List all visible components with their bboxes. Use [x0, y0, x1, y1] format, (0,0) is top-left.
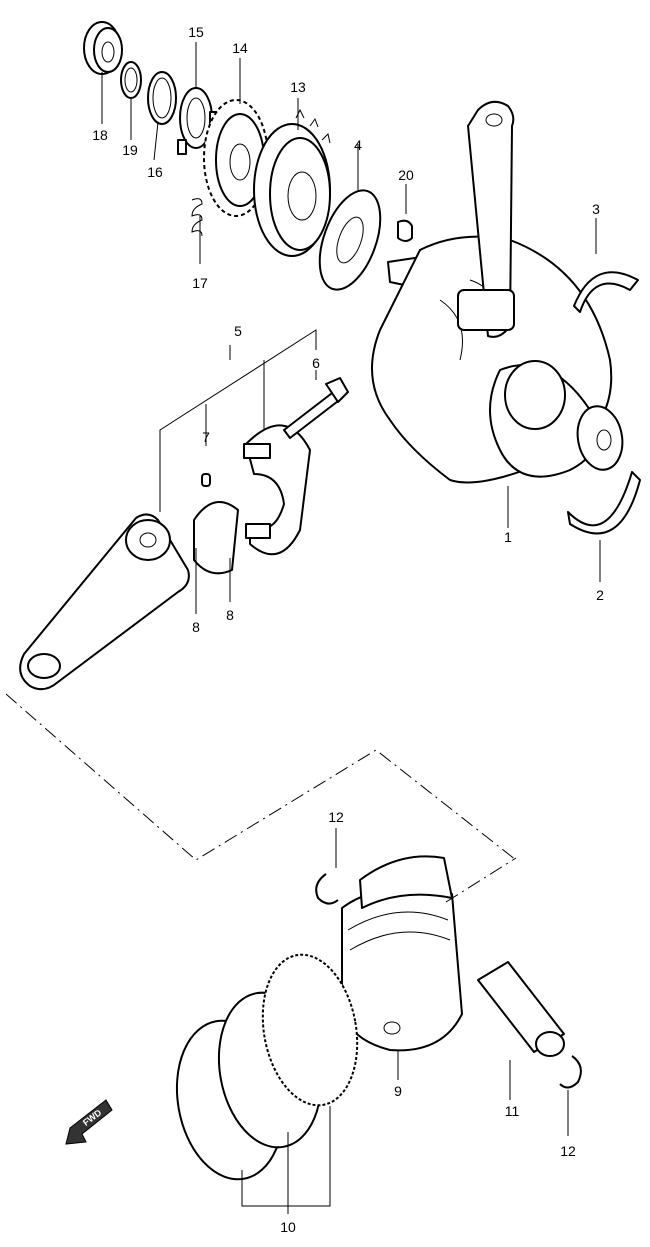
callout-1: 1 — [504, 529, 512, 545]
callout-14: 14 — [232, 40, 248, 56]
part-4-washer — [318, 189, 382, 291]
part-10-piston-rings — [175, 953, 359, 1181]
part-2-bearing-shell — [567, 471, 641, 535]
part-3-bearing-shell — [573, 271, 639, 313]
part-7-pin — [201, 473, 211, 487]
part-17-spring — [191, 198, 203, 237]
part-6-bolt — [283, 377, 349, 439]
callout-3: 3 — [592, 201, 600, 217]
callout-20: 20 — [398, 167, 414, 183]
part-16-circlip — [147, 71, 177, 125]
part-18-nut — [83, 21, 123, 75]
callout-12-lower: 12 — [560, 1143, 576, 1159]
callout-19: 19 — [122, 142, 138, 158]
part-5-rod-cap — [243, 424, 311, 556]
callout-9: 9 — [394, 1083, 402, 1099]
crankshaft-con-rod — [457, 100, 515, 338]
leader-lines — [101, 42, 601, 1214]
fwd-arrow-icon: FWD — [65, 1099, 113, 1145]
part-20-key — [397, 219, 413, 242]
part-12-circlip-lower — [559, 1055, 582, 1089]
callout-15: 15 — [188, 24, 204, 40]
callout-18: 18 — [92, 127, 108, 143]
callout-12-upper: 12 — [328, 809, 344, 825]
part-12-circlip-upper — [315, 873, 339, 905]
callout-8-right: 8 — [226, 607, 234, 623]
part-13-gear — [253, 108, 331, 257]
piston-top-dash-line — [445, 857, 517, 903]
callout-5: 5 — [234, 323, 242, 339]
callout-7: 7 — [202, 429, 210, 445]
callout-6: 6 — [312, 355, 320, 371]
callout-10: 10 — [280, 1219, 296, 1235]
part-5-con-rod — [19, 513, 190, 691]
part-19-washer — [120, 61, 142, 99]
callout-13: 13 — [290, 79, 306, 95]
part-1-crankshaft — [371, 235, 624, 484]
part-9-piston — [341, 855, 463, 1052]
callout-11: 11 — [505, 1103, 520, 1119]
callout-8-left: 8 — [192, 619, 200, 635]
callout-16: 16 — [147, 164, 163, 180]
part-8-bearing-upper — [193, 501, 239, 575]
rod-to-piston-dash-line — [5, 693, 517, 861]
callout-2: 2 — [596, 587, 604, 603]
callout-17: 17 — [192, 275, 208, 291]
callout-4: 4 — [354, 137, 362, 153]
part-11-piston-pin — [477, 961, 565, 1057]
